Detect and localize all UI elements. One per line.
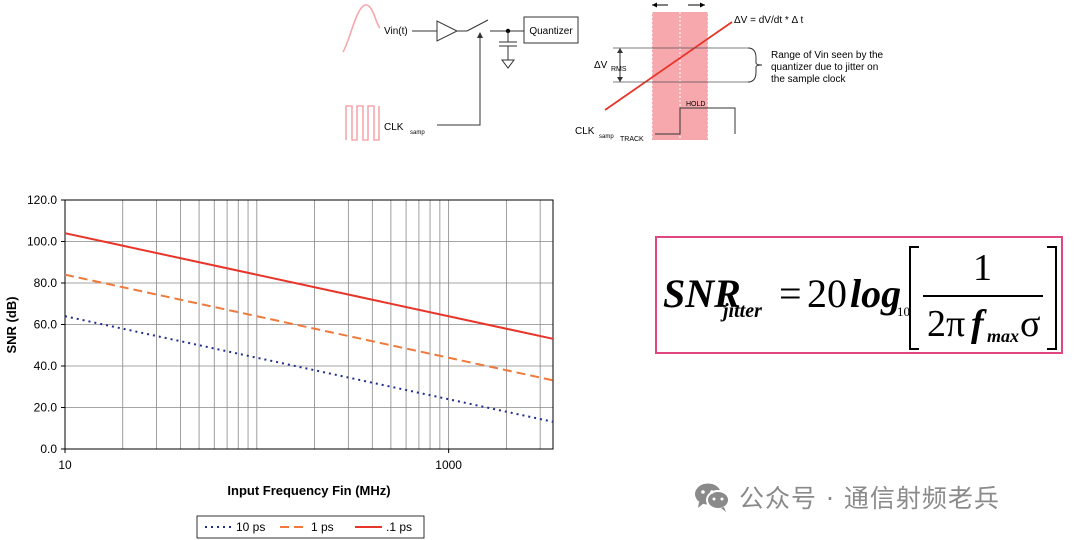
formula-sigma: σ (1020, 303, 1041, 345)
dv-rms-label: ΔV (594, 60, 608, 71)
jitter-diagram: Vin(t) Quantizer CLK samp ΔV = dV/dt * Δ… (342, 2, 884, 143)
ground-icon (501, 59, 515, 69)
series-line (64, 232, 554, 340)
snr-chart: 0.0 20.0 40.0 60.0 80.0 100.0 120.0 10 1000 Inpu… (4, 193, 554, 539)
clk-label: CLK (384, 122, 404, 133)
watermark-text: 公众号 · 通信射频老兵 (739, 484, 1000, 513)
y-tick-label: 0.0 (40, 442, 57, 456)
series-line (64, 315, 554, 423)
dv-rms-sub: RMS (611, 66, 627, 73)
legend: 10 ps 1 ps .1 ps (205, 520, 412, 534)
watermark: 公众号 · 通信射频老兵 (693, 480, 1000, 514)
range-note-3: the sample clock (771, 74, 846, 85)
clk2-sub-label: samp (599, 134, 614, 140)
formula-snr-sub: jitter (723, 300, 762, 322)
formula-f: f (971, 303, 984, 345)
arrow-right-icon (700, 2, 705, 8)
arrow-left-icon (652, 2, 657, 8)
y-tick-label: 20.0 (34, 401, 58, 415)
y-tick-label: 100.0 (27, 235, 57, 249)
formula-log: log (850, 271, 902, 316)
y-tick-label: 40.0 (34, 359, 58, 373)
range-note-2: quantizer due to jitter on (771, 62, 878, 73)
x-tick-label: 1000 (435, 458, 462, 472)
vin-label: Vin(t) (384, 26, 408, 37)
y-tick-label: 60.0 (34, 318, 58, 332)
track-label: TRACK (620, 136, 644, 143)
clk-timing-wave (655, 107, 736, 135)
y-axis-title: SNR (dB) (4, 296, 19, 353)
chart-series (64, 232, 554, 423)
range-brace (747, 47, 763, 83)
left-bracket (909, 246, 919, 350)
series-line (64, 273, 554, 382)
legend-label: 1 ps (311, 520, 334, 534)
clk-wire (437, 36, 481, 126)
x-axis-title: Input Frequency Fin (MHz) (227, 483, 390, 498)
vin-sine-wave (342, 4, 381, 53)
chart-ticks: 0.0 20.0 40.0 60.0 80.0 100.0 120.0 10 1000 (27, 193, 462, 472)
legend-box (196, 515, 425, 539)
legend-label: .1 ps (386, 520, 412, 534)
formula-equals: = (779, 271, 802, 316)
input-ramp (604, 21, 733, 111)
clk-arrow-icon (477, 32, 483, 38)
formula-max-sub: max (987, 326, 1020, 346)
legend-label: 10 ps (236, 520, 265, 534)
right-bracket (1047, 246, 1057, 350)
y-tick-label: 80.0 (34, 276, 58, 290)
quantizer-label: Quantizer (529, 26, 573, 37)
formula-snr: SNR (663, 271, 741, 316)
formula-box: SNR jitter = 20 log 10 1 2π f max σ (655, 236, 1063, 354)
formula-coef: 20 (807, 271, 847, 316)
buffer-icon (436, 20, 459, 42)
fraction-bar (923, 295, 1043, 297)
chart-grid (65, 200, 553, 449)
hold-label: HOLD (686, 101, 705, 108)
y-tick-label: 120.0 (27, 193, 57, 207)
wechat-icon (695, 483, 730, 512)
clk2-label: CLK (575, 126, 595, 137)
dv-formula: ΔV = dV/dt * Δ t (734, 15, 803, 26)
formula-numerator: 1 (973, 247, 992, 289)
range-note-1: Range of Vin seen by the (771, 50, 884, 61)
formula-log-base: 10 (897, 304, 910, 319)
clk-square-wave (345, 105, 380, 141)
formula-2pi: 2π (927, 303, 966, 345)
switch-icon (466, 19, 489, 32)
x-tick-label: 10 (58, 458, 72, 472)
quantizer-box (523, 16, 579, 44)
clk-sub-label: samp (410, 130, 425, 136)
